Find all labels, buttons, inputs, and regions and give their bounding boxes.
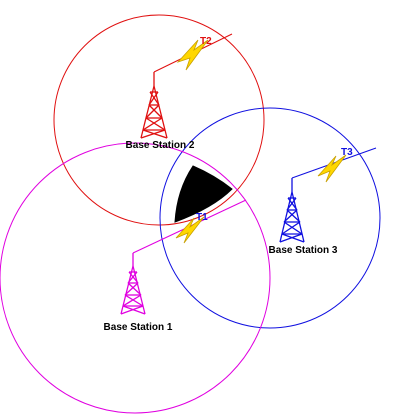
tower-icon-bs1 [120, 253, 146, 315]
coverage-circle-bs2 [53, 14, 265, 226]
station-label-bs1: Base Station 1 [104, 322, 173, 333]
station-label-bs2: Base Station 2 [126, 140, 195, 151]
tower-icon-bs3 [279, 178, 305, 243]
signal-beam-bs3 [291, 147, 377, 179]
signal-label-t2: T2 [200, 36, 212, 47]
lightning-icon-t2 [176, 39, 209, 71]
station-label-bs3: Base Station 3 [269, 245, 338, 256]
lightning-icon-t1 [175, 216, 205, 244]
signal-label-t1: T1 [196, 212, 208, 223]
coverage-circle-bs3 [159, 107, 381, 329]
lightning-icon-t3 [317, 154, 347, 183]
intersection-region [174, 165, 233, 223]
signal-label-t3: T3 [341, 147, 353, 158]
tower-icon-bs2 [140, 72, 168, 139]
coverage-circle-bs1 [0, 142, 271, 414]
